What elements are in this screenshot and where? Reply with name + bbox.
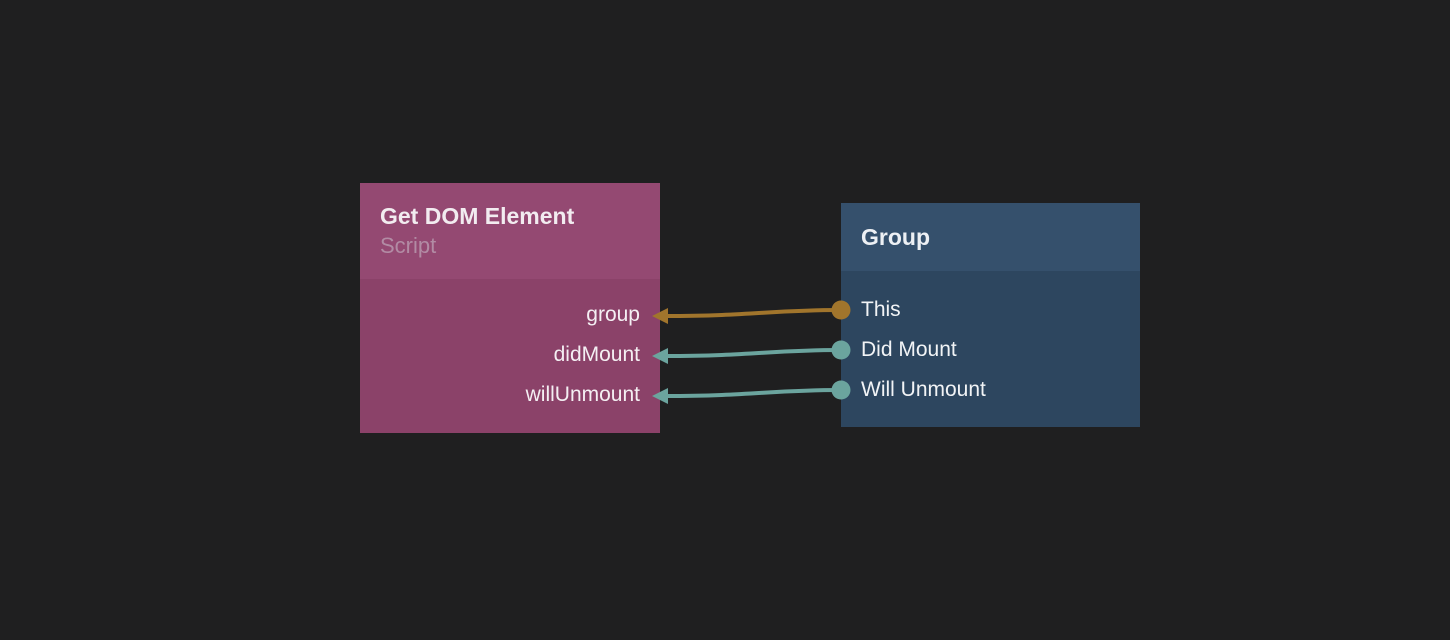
node-get-dom-element[interactable]: Get DOM Element Script group didMount will… [360, 183, 660, 433]
node-subtitle: Script [380, 233, 437, 258]
node-input-ports: group didMount willUnmount [360, 279, 660, 433]
port-didmount[interactable]: didMount [553, 343, 640, 366]
port-this[interactable]: This [861, 298, 901, 321]
node-title: Group [861, 224, 930, 250]
connection-wire[interactable] [663, 348, 843, 358]
port-willunmount[interactable]: willUnmount [525, 383, 640, 406]
node-header: Group [841, 203, 1140, 271]
node-header: Get DOM Element Script [360, 183, 660, 279]
port-group[interactable]: group [586, 303, 640, 326]
port-will-unmount[interactable]: Will Unmount [861, 378, 986, 401]
node-title: Get DOM Element [380, 203, 575, 229]
connection-wire[interactable] [663, 388, 843, 398]
port-did-mount[interactable]: Did Mount [861, 338, 957, 361]
connection-wire[interactable] [663, 308, 843, 318]
